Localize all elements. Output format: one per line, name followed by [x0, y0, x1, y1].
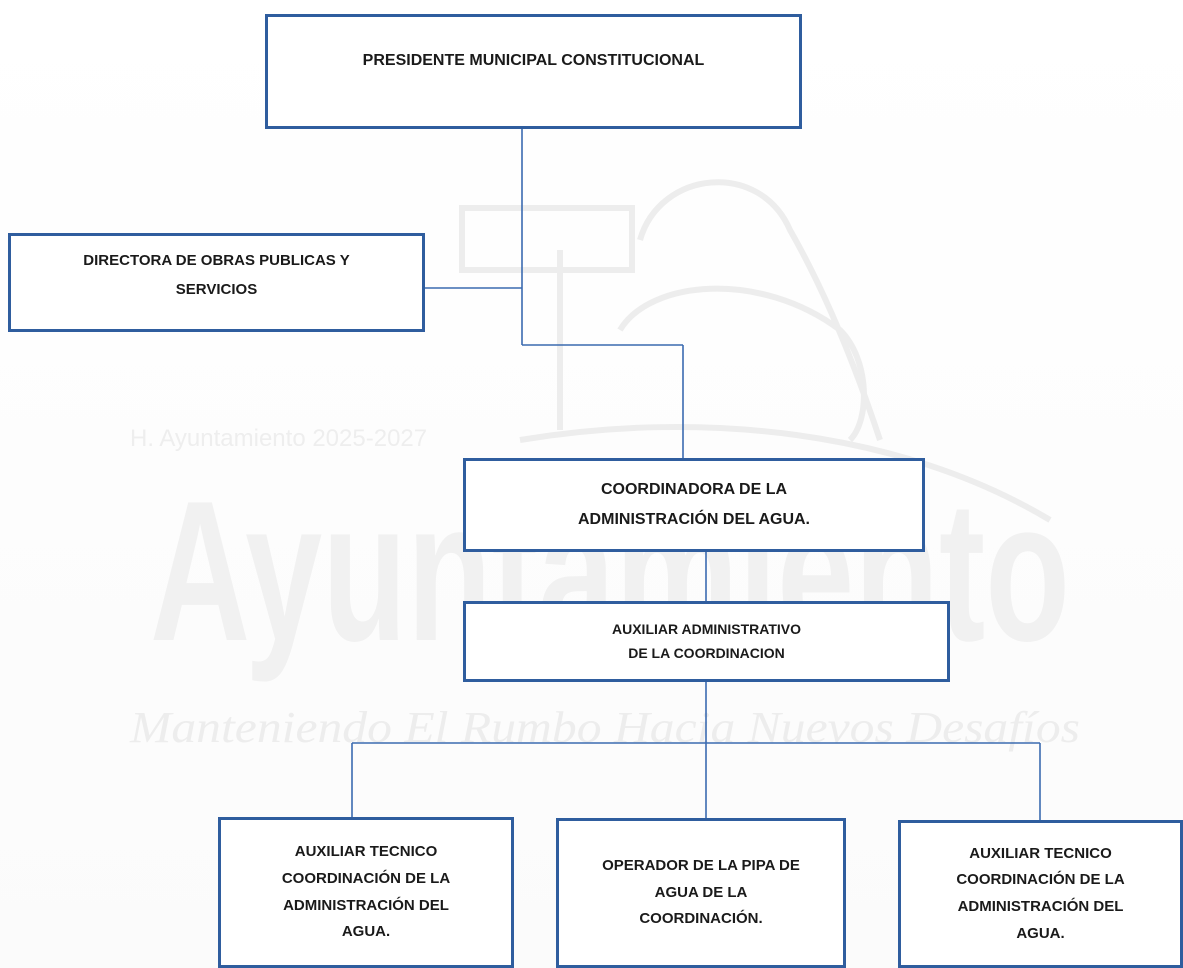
aux-tecnico-2-label: AUXILIAR TECNICO COORDINACIÓN DE LA ADMI…	[956, 844, 1125, 942]
aux-admin-box: AUXILIAR ADMINISTRATIVO DE LA COORDINACI…	[463, 601, 950, 682]
director-box: DIRECTORA DE OBRAS PUBLICAS Y SERVICIOS	[8, 233, 425, 332]
president-label: PRESIDENTE MUNICIPAL CONSTITUCIONAL	[362, 52, 705, 69]
director-label: DIRECTORA DE OBRAS PUBLICAS Y SERVICIOS	[83, 252, 350, 299]
aux-tecnico-1-label: AUXILIAR TECNICO COORDINACIÓN DE LA ADMI…	[281, 843, 451, 941]
president-box: PRESIDENTE MUNICIPAL CONSTITUCIONAL	[265, 14, 802, 129]
operador-box: OPERADOR DE LA PIPA DE AGUA DE LA COORDI…	[556, 818, 846, 968]
aux-tecnico-1-box: AUXILIAR TECNICO COORDINACIÓN DE LA ADMI…	[218, 817, 514, 968]
coordinator-box: COORDINADORA DE LA ADMINISTRACIÓN DEL AG…	[463, 458, 925, 552]
operador-label: OPERADOR DE LA PIPA DE AGUA DE LA COORDI…	[602, 856, 800, 928]
aux-admin-label: AUXILIAR ADMINISTRATIVO DE LA COORDINACI…	[612, 620, 801, 661]
coordinator-label: COORDINADORA DE LA ADMINISTRACIÓN DEL AG…	[578, 480, 810, 528]
aux-tecnico-2-box: AUXILIAR TECNICO COORDINACIÓN DE LA ADMI…	[898, 820, 1183, 968]
